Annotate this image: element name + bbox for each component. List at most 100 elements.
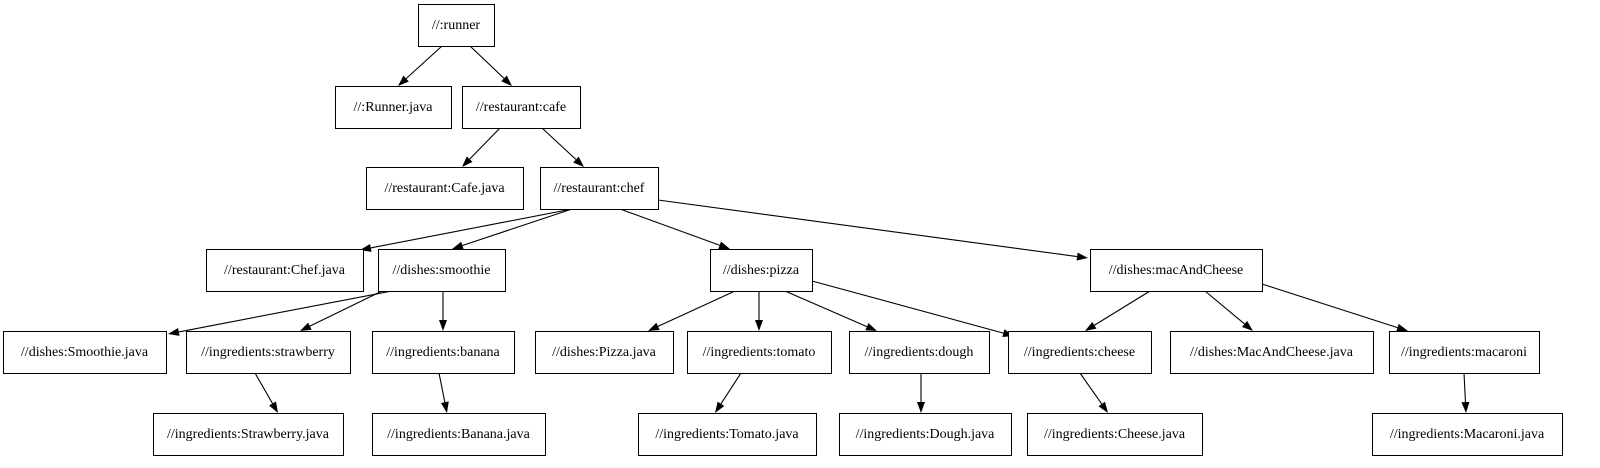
graph-node-dishes_pizza[interactable]: //dishes:pizza (710, 249, 813, 292)
graph-edge (1261, 283, 1408, 332)
node-box[interactable] (1027, 413, 1203, 456)
graph-node-dough_java[interactable]: //ingredients:Dough.java (839, 413, 1012, 456)
node-box[interactable] (462, 86, 581, 129)
edge-line (720, 372, 742, 405)
edge-arrowhead (573, 156, 584, 167)
node-box[interactable] (1372, 413, 1563, 456)
graph-node-ing_tomato[interactable]: //ingredients:tomato (687, 331, 832, 374)
node-box[interactable] (710, 249, 813, 292)
graph-edge (811, 280, 1014, 337)
edge-arrowhead (1085, 321, 1097, 331)
graph-edge (619, 208, 730, 249)
graph-node-ing_cheese[interactable]: //ingredients:cheese (1008, 331, 1152, 374)
edge-layer (168, 45, 1470, 413)
node-box[interactable] (687, 331, 832, 374)
graph-node-macaroni_java[interactable]: //ingredients:Macaroni.java (1372, 413, 1563, 456)
node-box[interactable] (335, 86, 452, 129)
edge-arrowhead (1461, 401, 1470, 413)
node-label: //ingredients:Tomato.java (655, 427, 799, 442)
node-box[interactable] (535, 331, 674, 374)
graph-edge (254, 372, 278, 413)
edge-arrowhead (1241, 320, 1253, 331)
edge-line (541, 127, 577, 160)
graph-edge (439, 291, 447, 331)
node-box[interactable] (153, 413, 344, 456)
graph-edge (657, 199, 1088, 261)
edge-line (469, 45, 505, 79)
node-label: //ingredients:strawberry (201, 345, 335, 360)
node-box[interactable] (3, 331, 167, 374)
node-label: //ingredients:Banana.java (387, 427, 530, 442)
node-box[interactable] (849, 331, 990, 374)
edge-line (405, 45, 443, 80)
node-box[interactable] (1008, 331, 1152, 374)
graph-edge (1461, 372, 1470, 413)
node-box[interactable] (372, 331, 515, 374)
node-box[interactable] (839, 413, 1012, 456)
node-box[interactable] (366, 167, 524, 210)
edge-arrowhead (1076, 252, 1088, 261)
graph-node-dishes_macandchz[interactable]: //dishes:macAndCheese (1090, 249, 1263, 292)
node-box[interactable] (1389, 331, 1540, 374)
node-label: //dishes:macAndCheese (1109, 263, 1244, 278)
graph-node-macandchz_java[interactable]: //dishes:MacAndCheese.java (1170, 331, 1374, 374)
node-label: //ingredients:banana (386, 345, 500, 360)
graph-node-banana_java[interactable]: //ingredients:Banana.java (372, 413, 546, 456)
node-label: //ingredients:Macaroni.java (1390, 427, 1545, 442)
edge-line (657, 199, 1078, 258)
node-box[interactable] (372, 413, 546, 456)
node-box[interactable] (540, 167, 659, 210)
edge-arrowhead (755, 320, 763, 331)
node-label: //restaurant:cafe (476, 100, 566, 115)
graph-edge (398, 45, 443, 86)
edge-arrowhead (462, 156, 473, 167)
graph-node-cheese_java[interactable]: //ingredients:Cheese.java (1027, 413, 1203, 456)
node-label: //:Runner.java (354, 100, 434, 115)
graph-edge (1079, 372, 1108, 413)
graph-node-cafe_java[interactable]: //restaurant:Cafe.java (366, 167, 524, 210)
edge-arrowhead (865, 322, 877, 331)
graph-node-ing_banana[interactable]: //ingredients:banana (372, 331, 515, 374)
edge-line (811, 280, 1004, 334)
edge-line (1204, 290, 1245, 325)
graph-node-strawberry_java[interactable]: //ingredients:Strawberry.java (153, 413, 344, 456)
edge-arrowhead (439, 320, 447, 331)
edge-arrowhead (1396, 323, 1408, 332)
node-label: //dishes:Pizza.java (552, 345, 657, 360)
graph-edge (784, 290, 877, 331)
edge-arrowhead (452, 241, 464, 250)
edge-arrowhead (917, 402, 925, 413)
graph-node-restaurant_cafe[interactable]: //restaurant:cafe (462, 86, 581, 129)
edge-arrowhead (501, 75, 512, 86)
node-label: //:runner (432, 18, 481, 33)
node-box[interactable] (418, 4, 495, 47)
graph-node-pizza_java[interactable]: //dishes:Pizza.java (535, 331, 674, 374)
node-box[interactable] (638, 413, 817, 456)
node-box[interactable] (378, 249, 506, 292)
graph-node-chef_java[interactable]: //restaurant:Chef.java (206, 249, 364, 292)
node-label: //restaurant:Chef.java (224, 263, 346, 278)
node-label: //dishes:MacAndCheese.java (1190, 345, 1354, 360)
edge-line (370, 208, 573, 249)
edge-arrowhead (648, 322, 660, 331)
graph-edge (300, 290, 383, 331)
edge-arrowhead (269, 401, 278, 413)
graph-node-ing_macaroni[interactable]: //ingredients:macaroni (1389, 331, 1540, 374)
node-box[interactable] (1170, 331, 1374, 374)
graph-node-dishes_smoothie[interactable]: //dishes:smoothie (378, 249, 506, 292)
graph-edge (462, 127, 501, 167)
edge-line (619, 208, 720, 246)
edge-line (254, 372, 273, 404)
node-box[interactable] (186, 331, 351, 374)
edge-arrowhead (715, 401, 725, 413)
graph-node-smoothie_java[interactable]: //dishes:Smoothie.java (3, 331, 167, 374)
graph-node-ing_dough[interactable]: //ingredients:dough (849, 331, 990, 374)
graph-node-restaurant_chef[interactable]: //restaurant:chef (540, 167, 659, 210)
graph-node-tomato_java[interactable]: //ingredients:Tomato.java (638, 413, 817, 456)
graph-node-ing_strawberry[interactable]: //ingredients:strawberry (186, 331, 351, 374)
node-box[interactable] (206, 249, 364, 292)
node-box[interactable] (1090, 249, 1263, 292)
node-label: //dishes:Smoothie.java (21, 345, 149, 360)
graph-node-runner_java[interactable]: //:Runner.java (335, 86, 452, 129)
graph-node-runner[interactable]: //:runner (418, 4, 495, 47)
